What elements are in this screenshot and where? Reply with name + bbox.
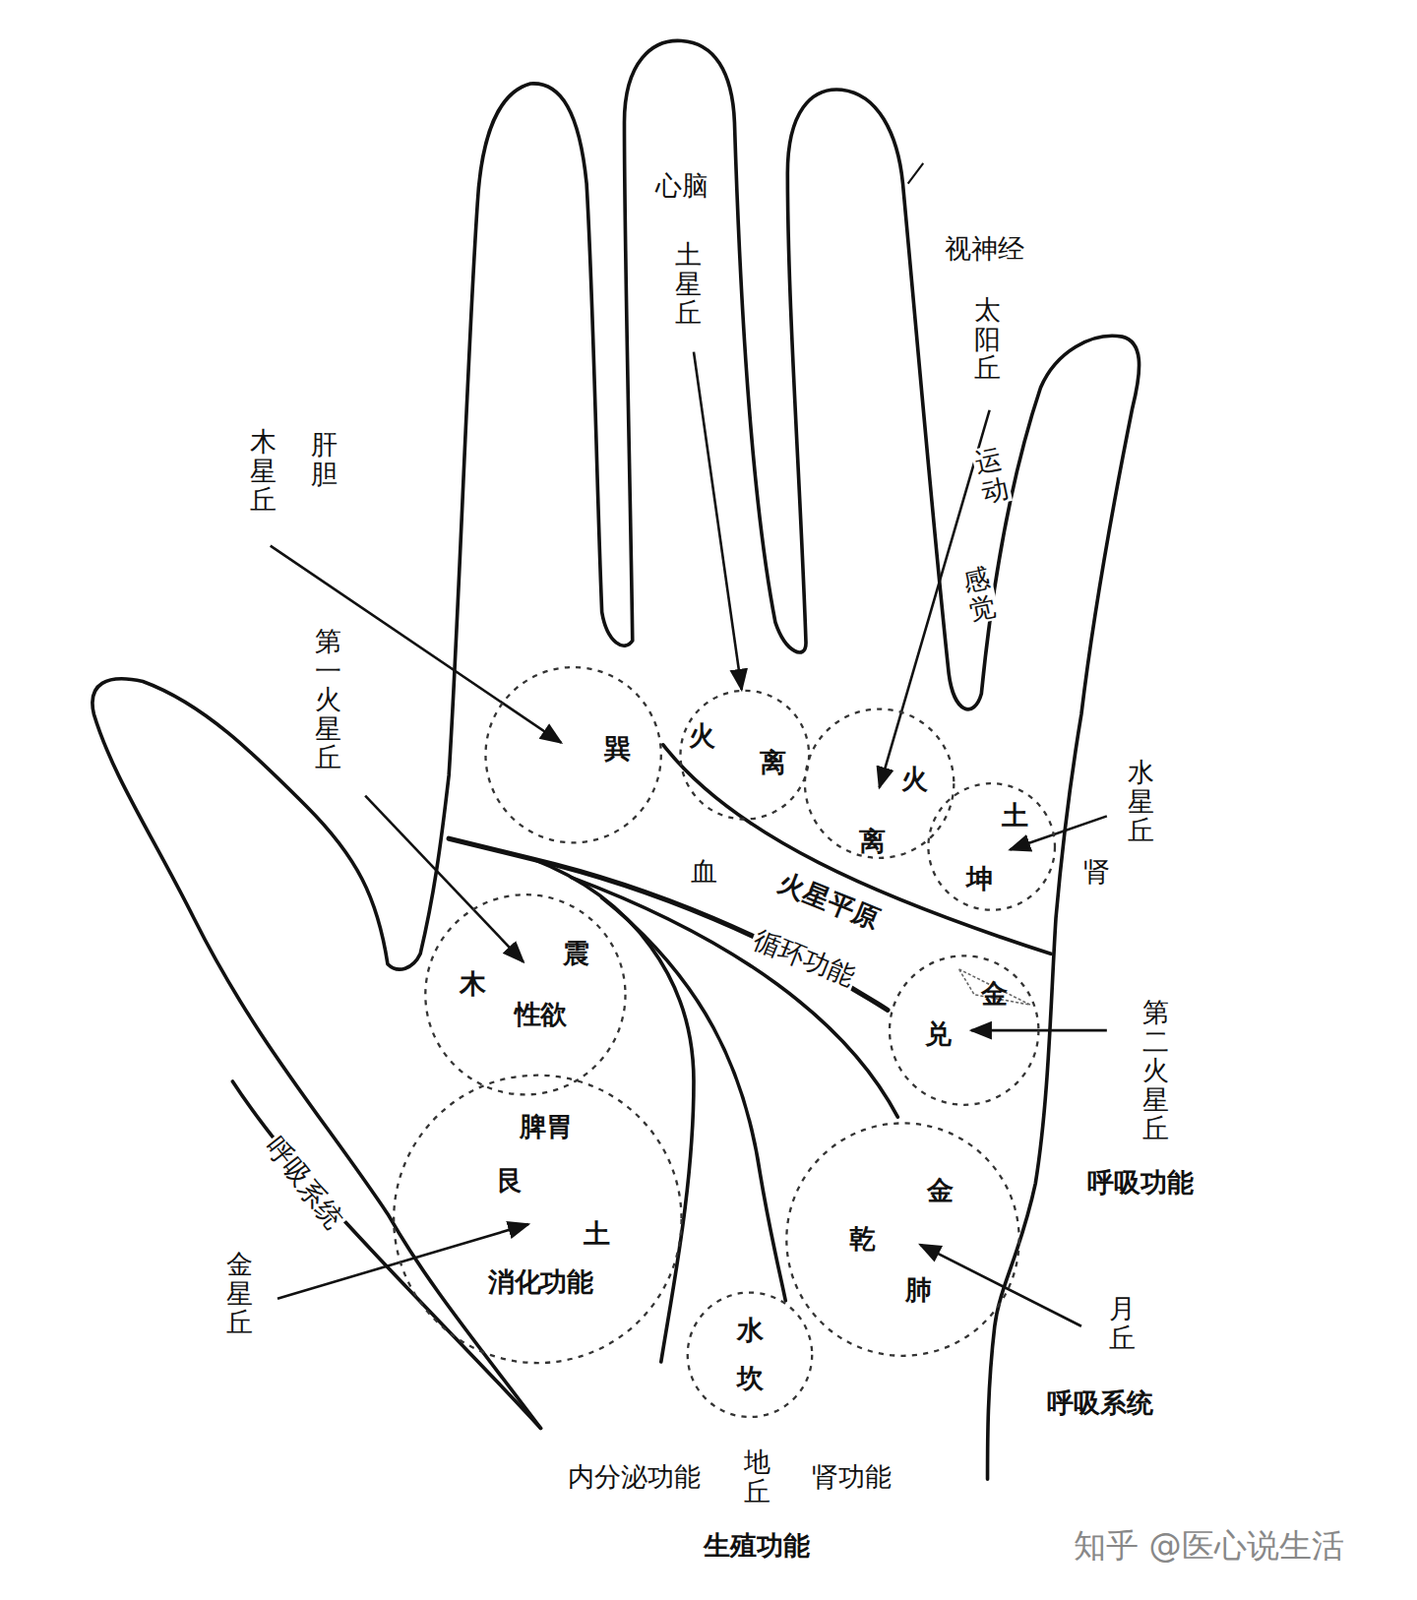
- hand-label: 金: [924, 1175, 956, 1207]
- hand-label: 月丘: [1107, 1293, 1138, 1353]
- hand-label: 视神经: [942, 235, 1027, 266]
- tick-mark: [908, 163, 925, 185]
- hand-label: 乾: [846, 1224, 877, 1255]
- hand-label: 火: [899, 765, 930, 797]
- hand-label: 金: [979, 979, 1010, 1010]
- hand-outline: [92, 40, 1140, 1479]
- hand-label: 消化功能: [485, 1267, 596, 1298]
- hand-label: 水星丘: [1125, 757, 1157, 846]
- hand-label: 脾胃: [517, 1111, 575, 1143]
- leader-line: [920, 1244, 1082, 1327]
- hand-label: 土: [581, 1219, 613, 1250]
- hand-label: 兑: [923, 1019, 954, 1050]
- hand-label: 心脑: [653, 171, 711, 202]
- hand-label: 肝胆: [308, 430, 340, 489]
- fate-line: [602, 897, 787, 1301]
- hand-label: 性欲: [511, 999, 569, 1031]
- palace-circle: 脾胃艮土消化功能: [391, 1073, 684, 1366]
- hand-label: 循环功能: [746, 924, 861, 994]
- hand-label: 呼吸系统: [1045, 1388, 1156, 1419]
- palace-circle: 金乾肺: [784, 1120, 1022, 1358]
- hand-label: 呼吸系统: [257, 1130, 350, 1236]
- hand-label: 肺: [902, 1275, 933, 1306]
- circle-outline: [483, 665, 663, 845]
- circle-outline: [677, 688, 811, 822]
- palace-circle: 火离: [677, 688, 811, 822]
- hand-label: 土: [999, 800, 1031, 832]
- head-line: [448, 838, 888, 1010]
- hand-label: 内分泌功能: [565, 1462, 703, 1493]
- hand-label: 呼吸功能: [1085, 1168, 1196, 1199]
- hand-label: 太阳丘: [972, 295, 1003, 383]
- hand-label: 第一火星丘: [312, 626, 344, 773]
- hand-label: 感觉: [958, 561, 1001, 625]
- hand-label: 地丘: [741, 1448, 773, 1507]
- hand-label: 火: [686, 721, 718, 752]
- hand-label: 肾功能: [809, 1462, 894, 1493]
- circle-outline: [887, 953, 1042, 1108]
- thumb-line: [232, 1081, 541, 1428]
- palace-circle: 土坤: [925, 781, 1057, 913]
- hand-label: 土星丘: [673, 240, 704, 328]
- hand-label: 巽: [602, 734, 633, 765]
- hand-label: 血: [688, 857, 720, 888]
- circle-outline: [423, 892, 627, 1097]
- hand-label: 肾: [1081, 857, 1112, 888]
- circle-outline: [784, 1120, 1022, 1358]
- hand-label: 火星平原: [771, 866, 885, 937]
- hand-label: 离: [857, 826, 888, 858]
- hand-label: 离: [757, 747, 789, 779]
- hand-label: 运动: [970, 443, 1013, 507]
- palace-circle: 木 震性欲: [423, 892, 627, 1097]
- circle-outline: [685, 1290, 815, 1419]
- hand-label: 金星丘: [224, 1249, 255, 1338]
- hand-label: 震: [560, 938, 592, 970]
- hand-label: 知乎 @医心说生活: [1070, 1527, 1347, 1565]
- hand-label: 艮: [494, 1166, 526, 1197]
- hand-label: 坎: [734, 1363, 765, 1395]
- palace-circle: 金兑: [887, 953, 1042, 1108]
- leader-line: [693, 352, 742, 690]
- hand-label: 水: [734, 1315, 765, 1347]
- palace-circle: 水坎: [685, 1290, 815, 1419]
- hand-label: 生殖功能: [701, 1531, 812, 1562]
- hand-label: 木星丘: [247, 427, 279, 515]
- hand-label: 木: [456, 969, 488, 1000]
- hand-label: 第二火星丘: [1140, 997, 1171, 1144]
- hand-label: 坤: [964, 863, 995, 895]
- palace-circle: 火离: [802, 706, 957, 861]
- palace-circle: 巽: [483, 665, 663, 845]
